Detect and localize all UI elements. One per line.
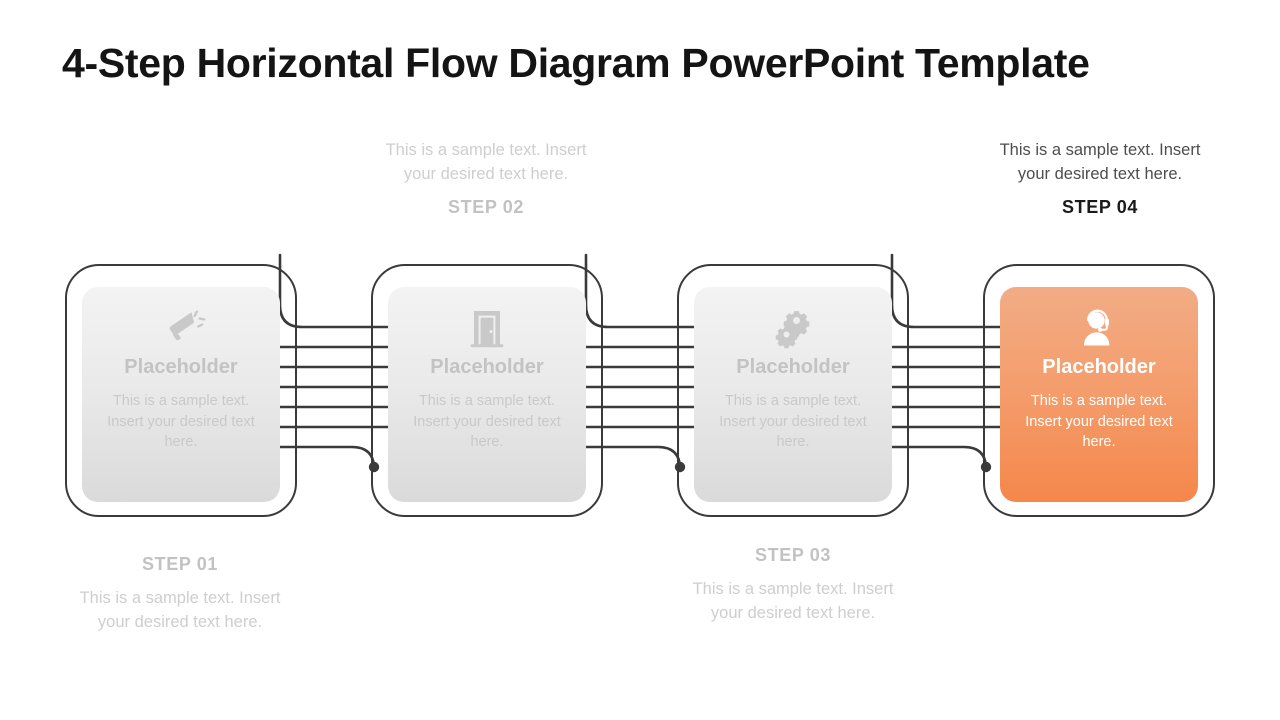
step-label-1: STEP 01: [142, 554, 218, 574]
step-caption-3: STEP 03 This is a sample text. Insert yo…: [675, 545, 911, 626]
step-card-1-body: This is a sample text. Insert your desir…: [107, 393, 255, 451]
connector-1-lines: [278, 253, 402, 473]
step-card-3-title: Placeholder: [736, 356, 850, 378]
step-body-2: This is a sample text. Insert your desir…: [385, 141, 587, 183]
connector-1: [278, 253, 402, 525]
step-track-2[interactable]: [371, 264, 603, 517]
step-label-4: STEP 04: [1062, 196, 1138, 217]
step-body-4: This is a sample text. Insert your desir…: [999, 141, 1201, 183]
connector-3: [890, 253, 1014, 525]
step-card-3-body: This is a sample text. Insert your desir…: [719, 393, 867, 451]
step-card-1[interactable]: Placeholder This is a sample text. Inser…: [82, 287, 280, 502]
step-card-2-title: Placeholder: [430, 356, 544, 378]
connector-3-end-dot: [980, 461, 992, 473]
step-label-3: STEP 03: [755, 545, 831, 565]
connector-2-end-dot: [674, 461, 686, 473]
step-track-3[interactable]: [677, 264, 909, 517]
connector-2-lines: [584, 253, 708, 473]
step-caption-1: STEP 01 This is a sample text. Insert yo…: [62, 554, 298, 635]
step-card-4[interactable]: Placeholder This is a sample text. Inser…: [1000, 287, 1198, 502]
step-card-2[interactable]: Placeholder This is a sample text. Inser…: [388, 287, 586, 502]
step-card-3[interactable]: Placeholder This is a sample text. Inser…: [694, 287, 892, 502]
step-label-2: STEP 02: [448, 196, 524, 217]
door-icon: [468, 305, 506, 351]
page-title: 4-Step Horizontal Flow Diagram PowerPoin…: [62, 40, 1090, 86]
step-caption-4: This is a sample text. Insert your desir…: [982, 139, 1218, 218]
gears-icon: [771, 305, 815, 351]
headset-person-icon: [1078, 305, 1120, 351]
step-caption-2: This is a sample text. Insert your desir…: [368, 139, 604, 218]
step-track-4[interactable]: [983, 264, 1215, 517]
megaphone-icon: [160, 305, 206, 351]
step-track-1[interactable]: [65, 264, 297, 517]
step-card-4-body: This is a sample text. Insert your desir…: [1025, 393, 1173, 451]
step-body-1: This is a sample text. Insert your desir…: [79, 589, 281, 631]
step-card-1-title: Placeholder: [124, 356, 238, 378]
connector-3-lines: [890, 253, 1014, 473]
connector-1-end-dot: [368, 461, 380, 473]
step-card-2-body: This is a sample text. Insert your desir…: [413, 393, 561, 451]
connector-2: [584, 253, 708, 525]
step-card-4-title: Placeholder: [1042, 356, 1156, 378]
step-body-3: This is a sample text. Insert your desir…: [692, 580, 894, 622]
